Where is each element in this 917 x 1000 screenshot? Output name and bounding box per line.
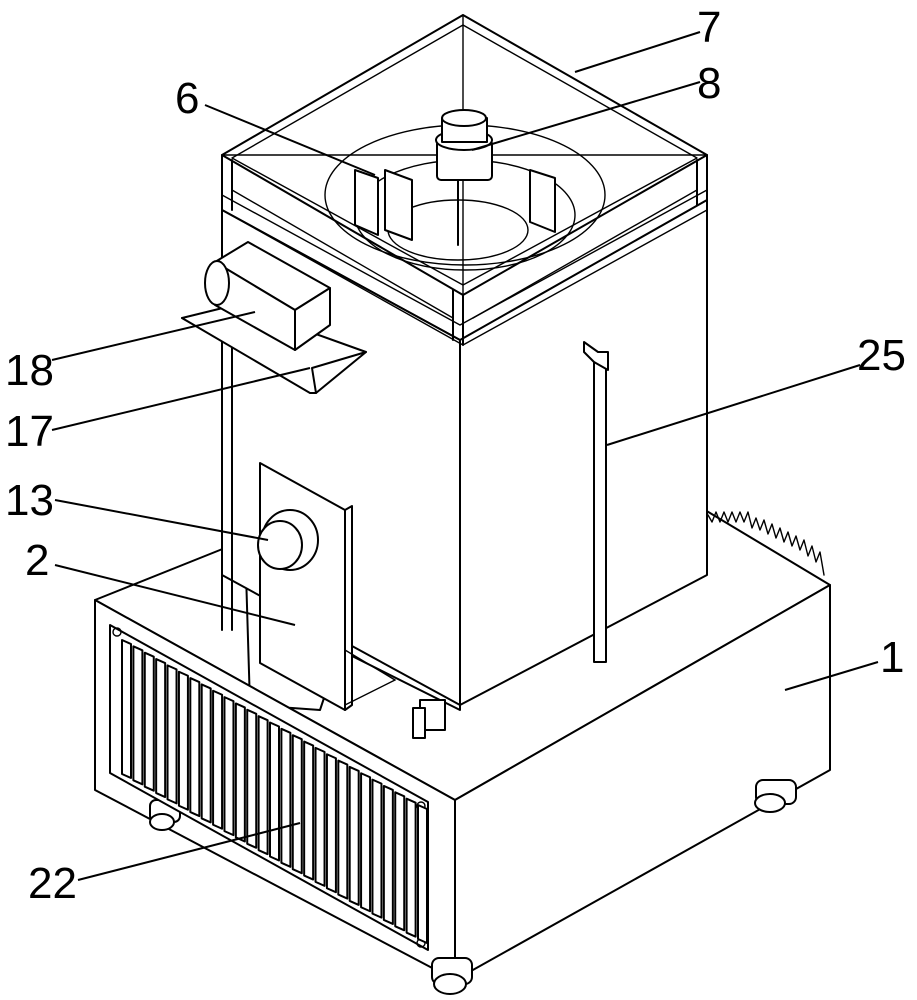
label-8: 8 [697, 59, 721, 108]
label-22: 22 [28, 859, 77, 908]
radiator-fin [155, 658, 167, 799]
radiator-fin [223, 696, 235, 837]
label-13: 13 [5, 476, 54, 525]
radiator-fin [177, 670, 189, 811]
side-motor [204, 241, 331, 351]
radiator-fin [257, 715, 269, 856]
radiator-fin [291, 734, 303, 875]
radiator-fin [417, 804, 428, 944]
drain-valve [412, 699, 446, 739]
radiator-fins [109, 624, 429, 951]
radiator-fin [132, 645, 144, 786]
label-1: 1 [880, 633, 904, 682]
radiator-fin [189, 677, 201, 818]
radiator-fin [360, 772, 372, 913]
top-frame [221, 14, 708, 346]
radiator-fin [348, 765, 360, 906]
leader-lines [51, 31, 879, 881]
wheel-front-right [431, 957, 473, 995]
radiator-fin [246, 708, 258, 849]
label-17: 17 [5, 407, 54, 456]
radiator-fin [382, 784, 394, 925]
wheel-back-right [754, 779, 797, 813]
front-panel [257, 462, 396, 711]
radiator-fin [303, 740, 315, 881]
wheels [149, 779, 797, 995]
radiator-fin [143, 651, 155, 792]
label-6: 6 [175, 74, 199, 123]
radiator-fin [337, 759, 349, 900]
gauge [257, 509, 319, 571]
radiator-fin [212, 689, 224, 830]
radiator-fin [325, 753, 337, 894]
radiator-fin [121, 639, 132, 779]
center-motor [435, 109, 493, 246]
radiator-fin [405, 797, 417, 938]
radiator-fin [200, 683, 212, 824]
level-tube [583, 341, 609, 663]
radiator-fin [280, 727, 292, 868]
label-18: 18 [5, 346, 54, 395]
radiator-fin [314, 746, 326, 887]
label-7: 7 [697, 3, 721, 52]
radiator-fin [394, 791, 406, 932]
label-2: 2 [25, 536, 49, 585]
radiator-fin [269, 721, 280, 862]
radiator-fin [371, 778, 383, 919]
part-labels: 1 2 6 7 8 13 17 18 22 25 [5, 3, 906, 908]
radiator-fin [166, 664, 178, 805]
label-25: 25 [857, 331, 906, 380]
radiator-fin [234, 702, 246, 843]
